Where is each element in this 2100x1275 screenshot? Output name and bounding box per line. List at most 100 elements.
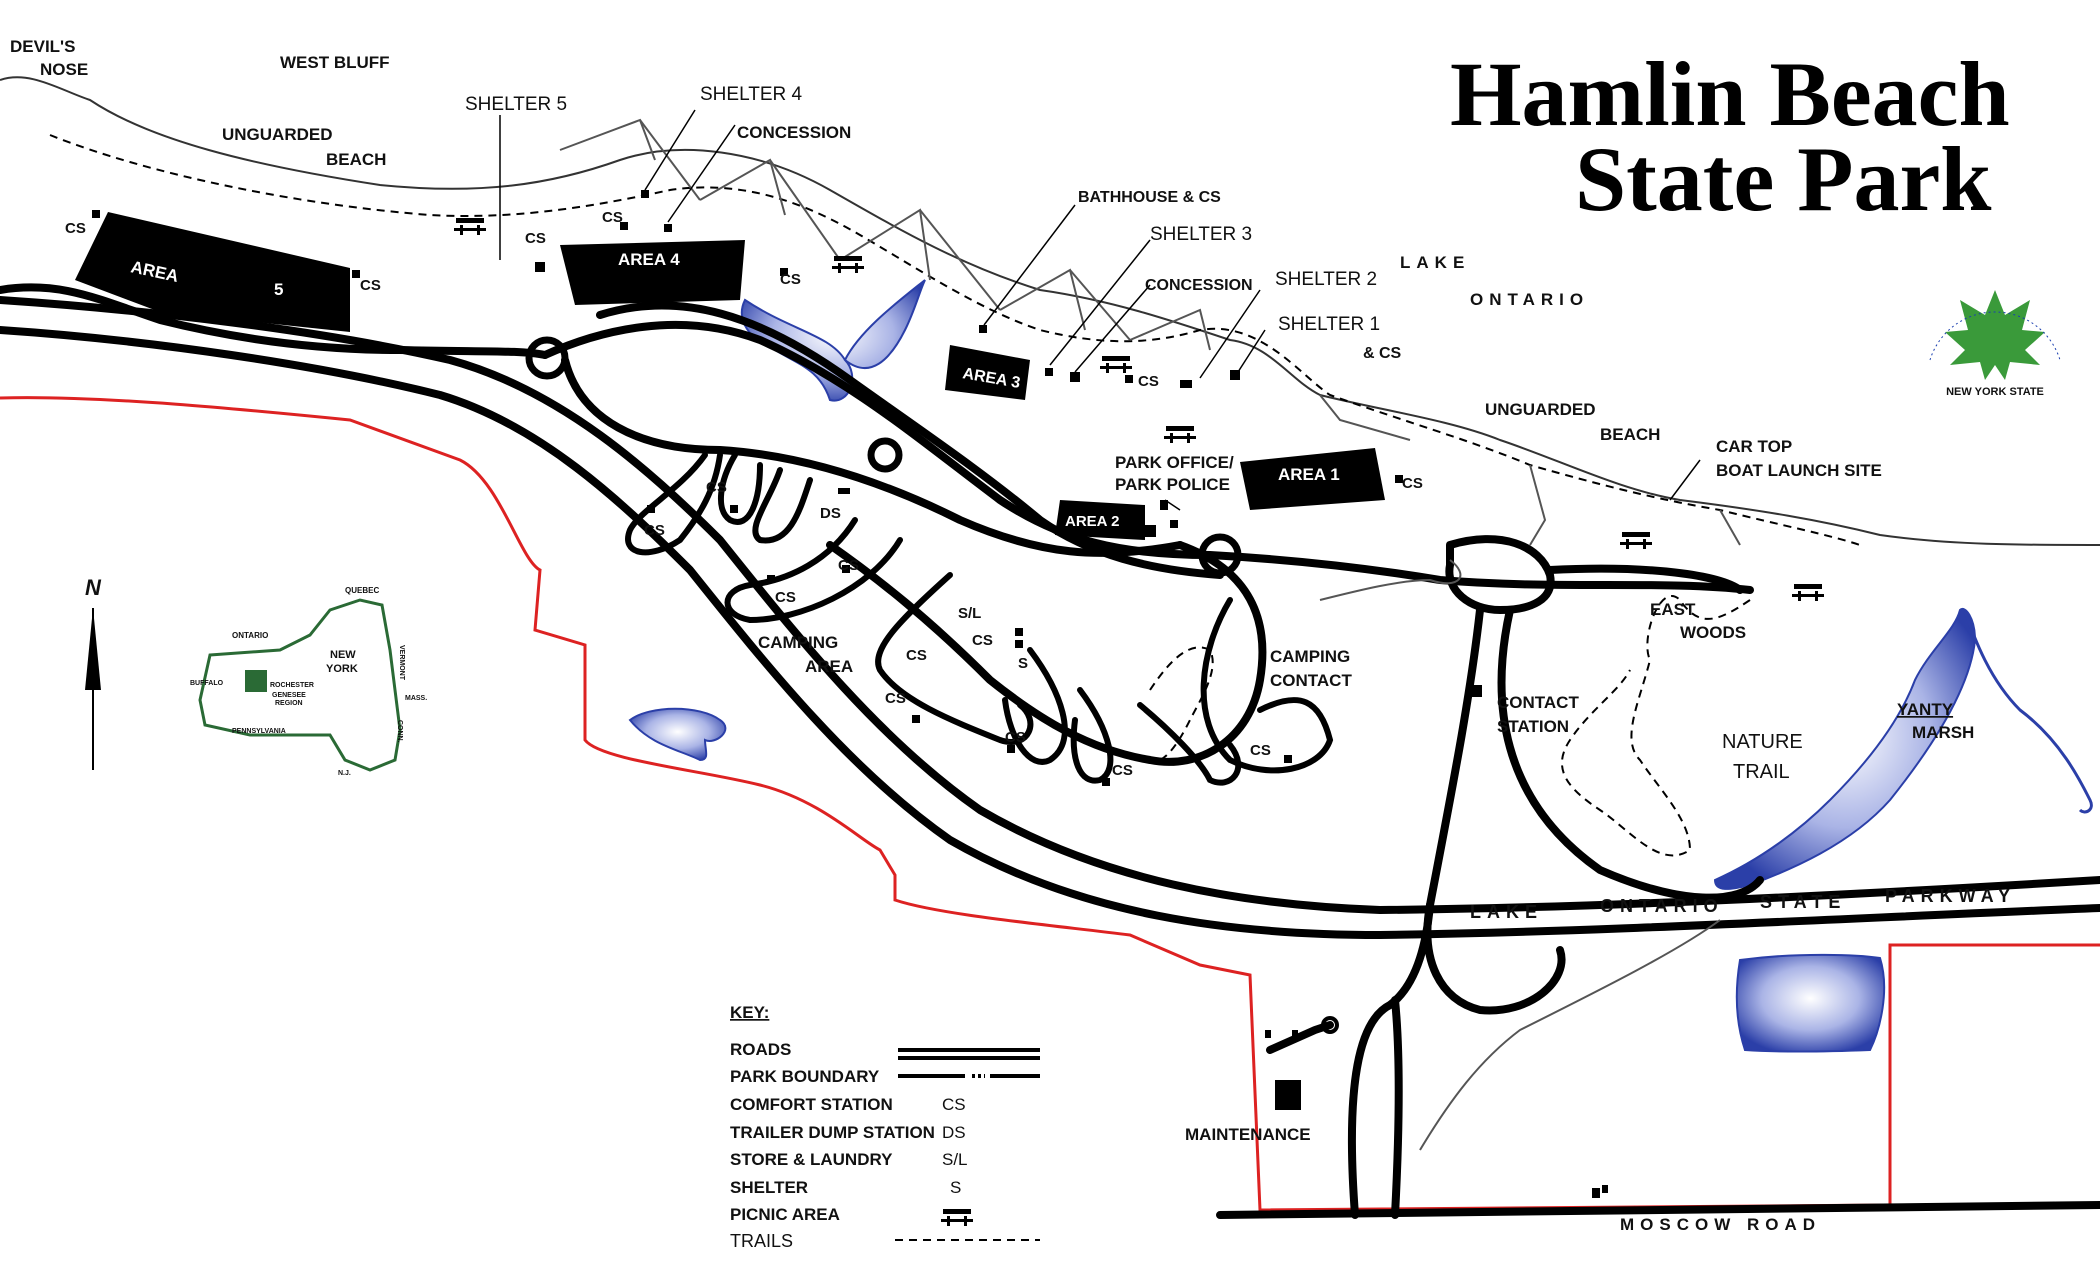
devils-nose-label: DEVIL'S <box>10 37 75 56</box>
svg-text:CS: CS <box>906 647 927 664</box>
svg-text:BUFFALO: BUFFALO <box>190 680 224 687</box>
picnic-table-icon <box>832 256 864 273</box>
svg-text:S/L: S/L <box>958 605 981 622</box>
leader-lines <box>499 109 1701 511</box>
svg-text:COMFORT STATION: COMFORT STATION <box>730 1095 893 1114</box>
svg-text:CS: CS <box>1112 762 1133 779</box>
shelter5-label: SHELTER 5 <box>465 94 567 115</box>
svg-text:REGION: REGION <box>275 700 303 707</box>
unguarded-beach-east-label-2: BEACH <box>1600 425 1660 444</box>
area2-lot <box>1055 500 1145 540</box>
svg-text:S: S <box>950 1178 961 1197</box>
yanty-creek <box>1963 611 2093 814</box>
car-top-label: CAR TOP <box>1716 437 1792 456</box>
svg-text:PENNSYLVANIA: PENNSYLVANIA <box>232 728 286 735</box>
area1-lot <box>1240 448 1385 510</box>
east-woods-label-2: WOODS <box>1680 623 1746 642</box>
shelter2-label: SHELTER 2 <box>1275 269 1377 290</box>
area5-number: 5 <box>274 280 283 299</box>
parking-areas <box>75 212 1385 540</box>
svg-text:TRAILS: TRAILS <box>730 1231 793 1251</box>
area4-label: AREA 4 <box>618 250 680 269</box>
buildings <box>92 190 1608 1198</box>
svg-text:DS: DS <box>820 505 841 522</box>
camping-contact-label: CAMPING <box>1270 647 1350 666</box>
genesee-region <box>245 670 267 692</box>
svg-text:PICNIC AREA: PICNIC AREA <box>730 1205 840 1224</box>
place-labels: DEVIL'S NOSE WEST BLUFF UNGUARDED BEACH … <box>10 37 2016 1234</box>
legend-row-store: STORE & LAUNDRY S/L <box>730 1150 968 1169</box>
svg-text:S/L: S/L <box>942 1150 968 1169</box>
legend-title: KEY: <box>730 1003 769 1022</box>
svg-text:GENESEE: GENESEE <box>272 692 306 699</box>
bathhouse-label: BATHHOUSE & CS <box>1078 189 1221 206</box>
svg-text:CS: CS <box>1005 729 1026 746</box>
boat-launch-label: BOAT LAUNCH SITE <box>1716 461 1882 480</box>
area3-lot <box>945 345 1030 400</box>
svg-text:S: S <box>1018 655 1028 672</box>
svg-text:VERMONT: VERMONT <box>398 645 405 681</box>
logo-state-text: NEW YORK STATE <box>1946 386 2044 398</box>
picnic-table-icon <box>1100 356 1132 373</box>
unguarded-beach-west-label: UNGUARDED <box>222 125 333 144</box>
park-office-label: PARK OFFICE/ <box>1115 453 1234 472</box>
svg-text:CS: CS <box>885 690 906 707</box>
nature-trail-label: NATURE <box>1722 731 1803 753</box>
roads <box>0 283 2100 1219</box>
north-arrow: N <box>85 575 102 770</box>
park-police-label: PARK POLICE <box>1115 475 1230 494</box>
legend-row-dump: TRAILER DUMP STATION DS <box>730 1123 966 1142</box>
picnic-table-icon <box>1620 532 1652 549</box>
svg-text:ROADS: ROADS <box>730 1040 791 1059</box>
svg-text:ONTARIO: ONTARIO <box>232 631 268 640</box>
svg-text:MASS.: MASS. <box>405 695 427 702</box>
pond-south <box>1735 953 1886 1053</box>
svg-text:CS: CS <box>1402 475 1423 492</box>
svg-text:CS: CS <box>602 209 623 226</box>
yanty-label: YANTY <box>1897 700 1954 719</box>
svg-text:CS: CS <box>1138 373 1159 390</box>
svg-text:CS: CS <box>525 230 546 247</box>
svg-text:STORE & LAUNDRY: STORE & LAUNDRY <box>730 1150 893 1169</box>
camping-contact-label-2: CONTACT <box>1270 671 1352 690</box>
yanty-marsh <box>1713 607 1977 890</box>
svg-text:ROCHESTER: ROCHESTER <box>270 682 314 689</box>
map-title: Hamlin Beach State Park <box>1450 43 2010 230</box>
ny-state-outline <box>198 598 402 772</box>
legend-row-comfort: COMFORT STATION CS <box>730 1095 966 1114</box>
svg-text:CS: CS <box>780 271 801 288</box>
nature-trail-label-2: TRAIL <box>1733 761 1790 783</box>
shelter1-label: SHELTER 1 <box>1278 314 1380 335</box>
area1-label: AREA 1 <box>1278 465 1340 484</box>
west-bluff-label: WEST BLUFF <box>280 53 390 72</box>
svg-text:CS: CS <box>942 1095 966 1114</box>
parkway-label-3: STATE <box>1760 892 1846 912</box>
pond-camping <box>628 707 727 762</box>
area4-lot <box>560 240 745 305</box>
svg-text:TRAILER DUMP STATION: TRAILER DUMP STATION <box>730 1123 935 1142</box>
picnic-table-icon <box>941 1209 973 1226</box>
maple-leaf-icon <box>1945 290 2045 380</box>
concession-east-label: CONCESSION <box>1145 277 1253 294</box>
camping-trail <box>1149 646 1214 761</box>
nys-parks-logo: NEW YORK STATE <box>1922 272 2068 418</box>
park-boundary <box>0 396 2100 1212</box>
svg-text:CS: CS <box>360 277 381 294</box>
svg-text:CS: CS <box>1250 742 1271 759</box>
svg-text:YORK: YORK <box>326 663 358 675</box>
svg-text:CS: CS <box>838 557 859 574</box>
camping-area-label: CAMPING <box>758 633 838 652</box>
devils-nose-label-2: NOSE <box>40 60 88 79</box>
svg-text:PARK BOUNDARY: PARK BOUNDARY <box>730 1067 880 1086</box>
legend-row-roads: ROADS <box>730 1040 1040 1060</box>
shelter1-cs-label: & CS <box>1363 345 1402 362</box>
woods-path <box>1319 559 1462 601</box>
ontario-label: ONTARIO <box>1470 290 1589 309</box>
parkway-label-4: PARKWAY <box>1885 886 2016 906</box>
svg-text:DS: DS <box>942 1123 966 1142</box>
picnic-icons <box>454 218 1824 601</box>
beach-trail <box>49 134 1861 546</box>
legend-row-picnic: PICNIC AREA <box>730 1205 973 1226</box>
parkway-label-2: ONTARIO <box>1600 896 1724 916</box>
